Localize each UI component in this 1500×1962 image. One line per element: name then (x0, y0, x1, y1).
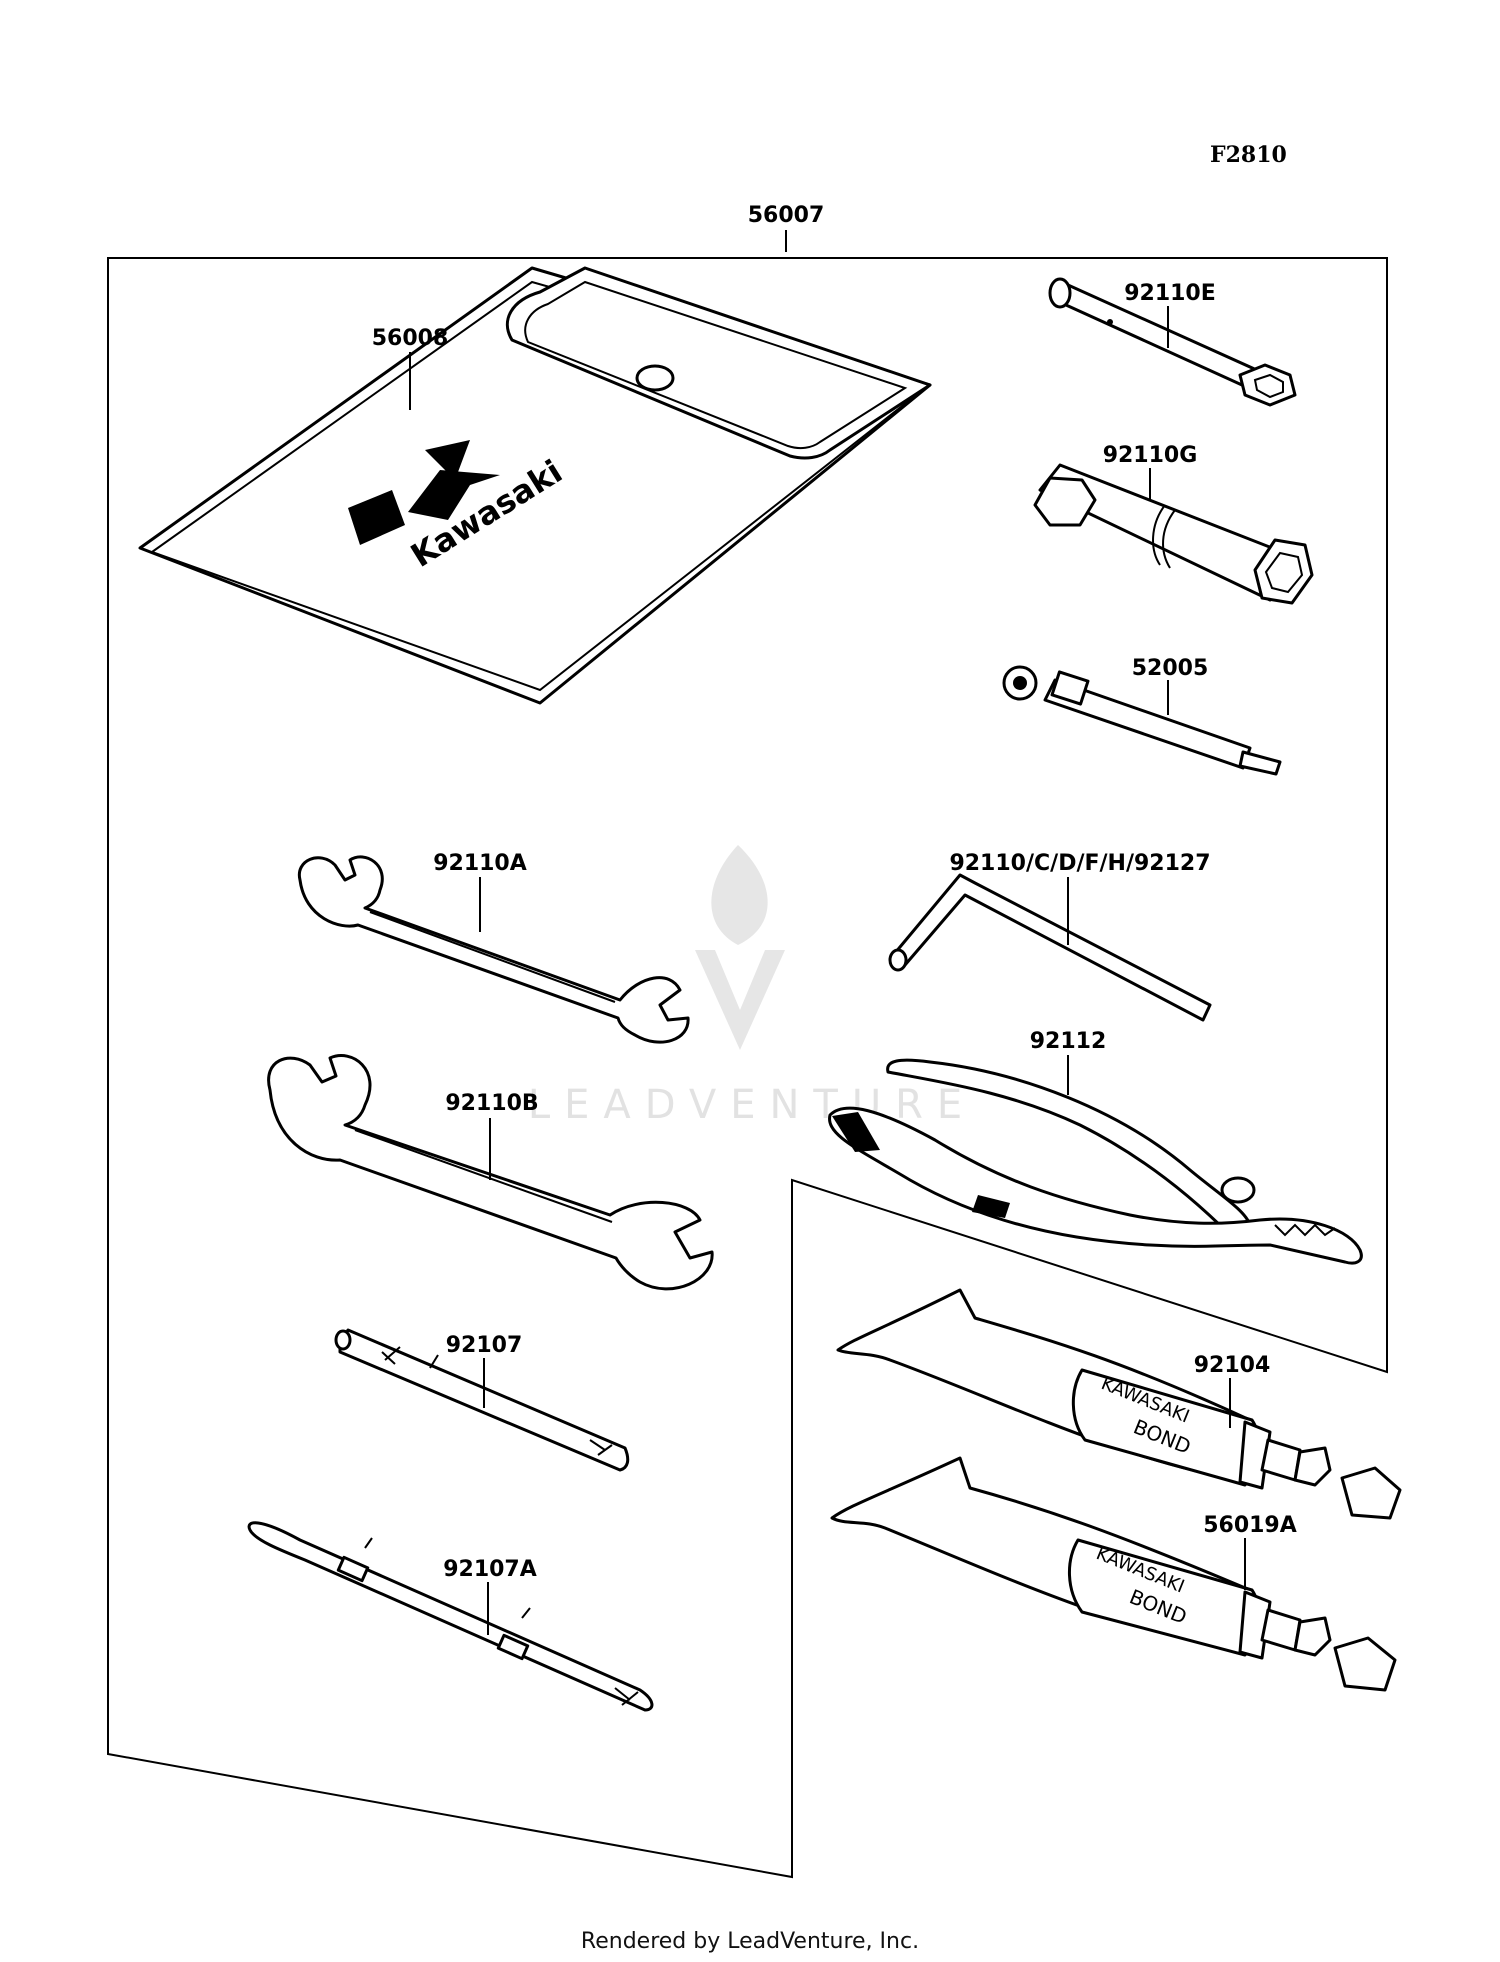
hex-key (888, 873, 1212, 1022)
label-92107: 92107 (446, 1333, 523, 1358)
label-56008: 56008 (372, 326, 449, 351)
watermark: LEADVENTURE (528, 845, 976, 1128)
label-92104: 92104 (1194, 1353, 1271, 1378)
box-wrench (1048, 277, 1297, 407)
watermark-text: LEADVENTURE (528, 1082, 976, 1128)
label-92110G: 92110G (1103, 443, 1198, 468)
footer-credit: Rendered by LeadVenture, Inc. (581, 1929, 919, 1954)
socket-handle (1002, 665, 1282, 776)
double-screwdriver (247, 1521, 654, 1712)
label-92110E: 92110E (1124, 281, 1216, 306)
open-end-wrench-large (267, 1054, 714, 1291)
assembly-label: 56007 (748, 203, 825, 228)
label-hex-keys: 92110/C/D/F/H/92127 (949, 851, 1210, 876)
label-92112: 92112 (1030, 1029, 1107, 1054)
assembly-bracket (107, 257, 1388, 1879)
open-end-wrench-small (297, 855, 690, 1044)
label-92110B: 92110B (445, 1091, 538, 1116)
label-52005: 52005 (1132, 656, 1209, 681)
label-92107A: 92107A (443, 1557, 537, 1582)
bond-tube-92104: KAWASAKI BOND (836, 1288, 1402, 1520)
plug-socket (1033, 463, 1314, 605)
figure-code: F2810 (1210, 142, 1287, 168)
tool-pouch: Kawasaki (138, 266, 932, 705)
label-92110A: 92110A (433, 851, 527, 876)
label-56019A: 56019A (1203, 1513, 1297, 1538)
bond-tube-56019A: KAWASAKI BOND (830, 1456, 1397, 1692)
pliers (828, 1058, 1363, 1265)
